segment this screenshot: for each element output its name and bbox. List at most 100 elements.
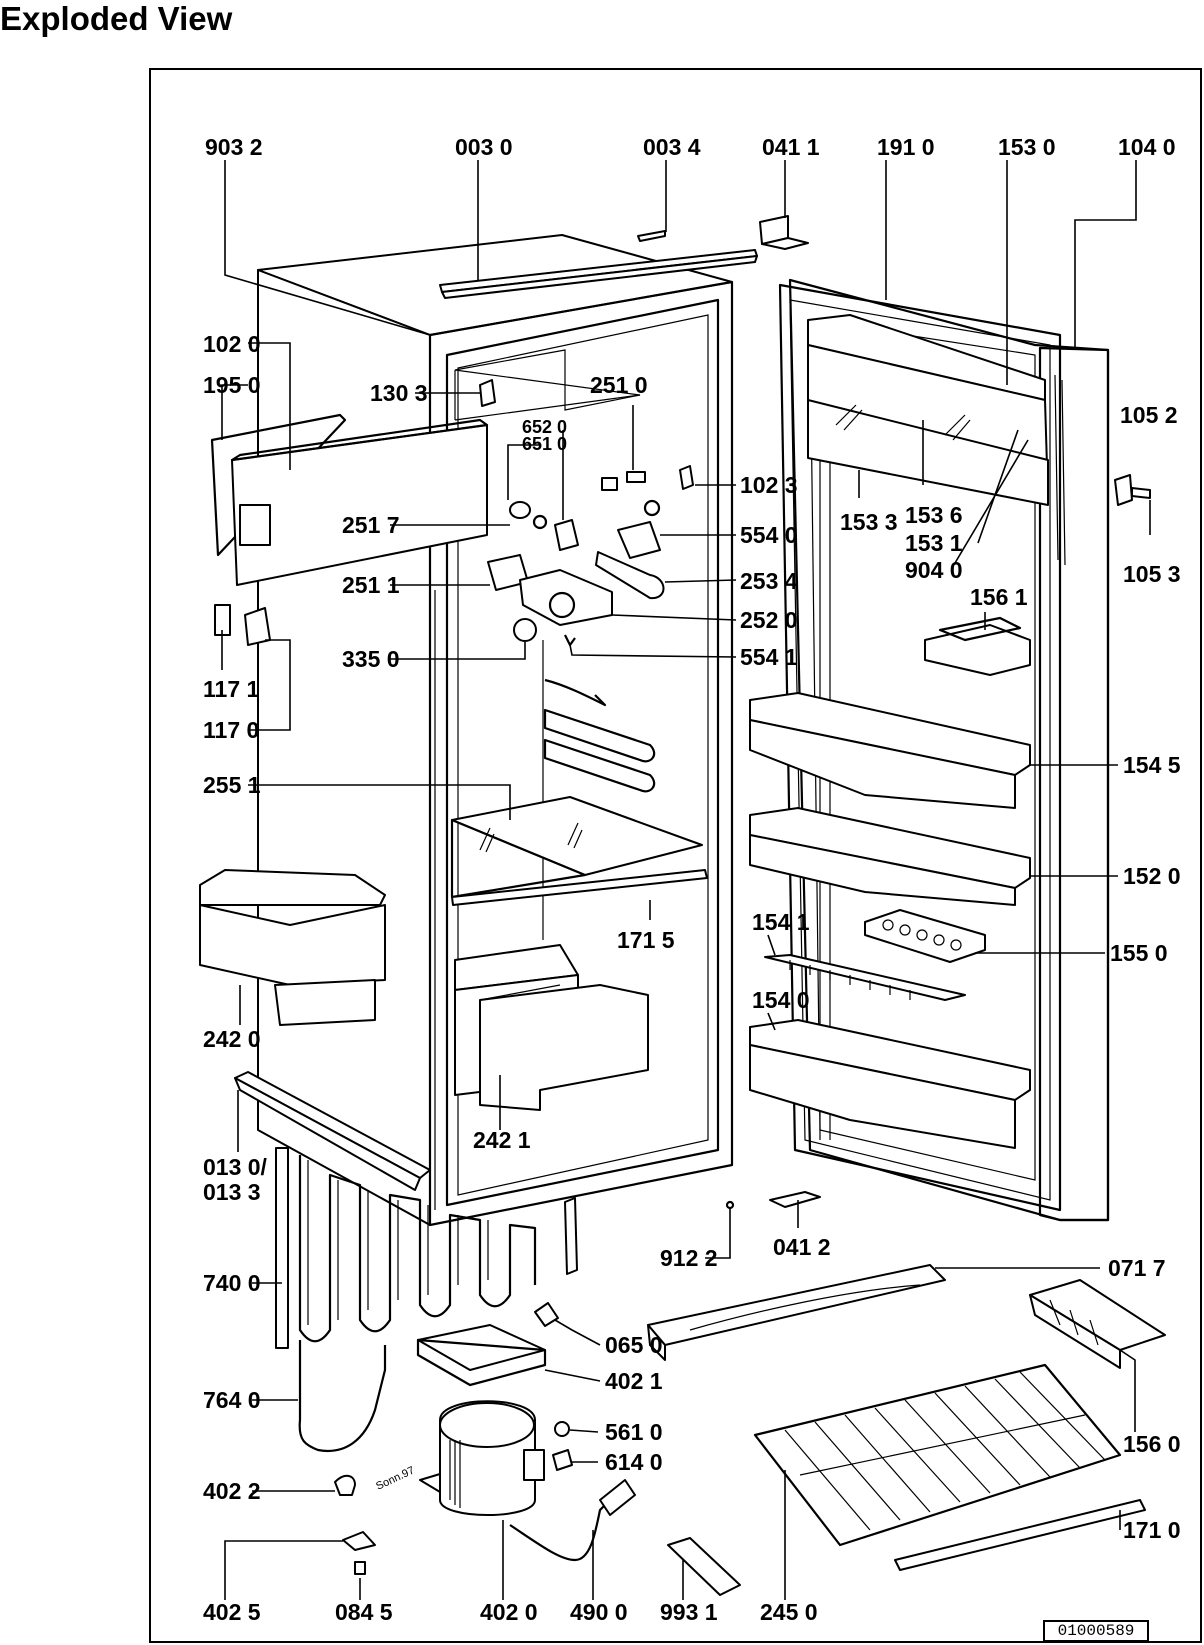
label-105-2: 105 2 [1120,402,1178,428]
label-402-2: 402 2 [203,1478,261,1504]
label-252-0: 252 0 [740,607,798,633]
wire-shelf [753,1363,1122,1547]
clip-part [637,230,666,242]
relay-part [554,1421,570,1437]
label-652-0: 652 0 [522,417,567,437]
label-171-0: 171 0 [1123,1517,1181,1543]
diagram-frame [149,68,1202,1643]
power-cord [509,1494,616,1562]
label-104-0: 104 0 [1118,134,1176,160]
label-065-0: 065 0 [605,1332,663,1358]
label-152-0: 152 0 [1123,863,1181,889]
label-402-5: 402 5 [203,1599,261,1625]
label-253-4: 253 4 [740,568,798,594]
page-title: Exploded View [0,0,233,37]
door-hinge-right [1114,474,1151,506]
control-cluster [479,379,694,647]
label-554-0: 554 0 [740,522,798,548]
date-stamp: Sonn.97 [374,1465,416,1493]
hinge-parts-left [214,604,271,646]
label-105-3: 105 3 [1123,561,1181,587]
clip-part-2 [342,1531,376,1551]
capillary-tube [298,1340,387,1453]
label-153-0: 153 0 [998,134,1056,160]
label-912-2: 912 2 [660,1245,718,1271]
label-904-0: 904 0 [905,557,963,583]
label-242-1: 242 1 [473,1127,531,1153]
glass-shelf [450,796,703,899]
label-013-0: 013 0/ [203,1154,268,1180]
label-041-2: 041 2 [773,1234,831,1260]
label-554-1: 554 1 [740,644,798,670]
label-153-6: 153 6 [905,502,963,528]
label-614-0: 614 0 [605,1449,663,1475]
label-153-1: 153 1 [905,530,963,556]
part-labels: 903 2 003 0 003 4 041 1 191 0 153 0 104 … [203,134,1181,1625]
hinge-bracket-bottom [769,1191,821,1208]
label-903-2: 903 2 [205,134,263,160]
label-117-1: 117 1 [203,676,259,702]
label-242-0: 242 0 [203,1026,261,1052]
label-993-1: 993 1 [660,1599,718,1625]
label-251-0: 251 0 [590,372,648,398]
label-154-5: 154 5 [1123,752,1181,778]
label-191-0: 191 0 [877,134,935,160]
compressor-tray [416,1324,547,1387]
label-402-0: 402 0 [480,1599,538,1625]
label-154-0: 154 0 [752,987,810,1013]
scraper-part [667,1537,741,1596]
label-402-1: 402 1 [605,1368,663,1394]
filter-drier [534,1302,559,1327]
label-041-1: 041 1 [762,134,820,160]
label-651-0: 651 0 [522,434,567,454]
label-102-3: 102 3 [740,472,798,498]
shelf-trim-bottom [894,1499,1146,1571]
shelf-trim [451,869,708,906]
grommet-part [334,1474,356,1496]
label-130-3: 130 3 [370,380,428,406]
label-084-5: 084 5 [335,1599,393,1625]
freezer-door-flap [210,413,489,586]
label-251-7: 251 7 [342,512,400,538]
label-071-7: 071 7 [1108,1255,1166,1281]
label-154-1: 154 1 [752,909,810,935]
drawing-number: 01000589 [1043,1620,1149,1642]
hinge-bracket-top [759,215,809,250]
label-490-0: 490 0 [570,1599,628,1625]
bottle-retainer [764,954,966,1001]
label-102-0: 102 0 [203,331,261,357]
label-153-3: 153 3 [840,509,898,535]
dairy-compartment [807,314,1049,506]
label-003-4: 003 4 [643,134,701,160]
label-003-0: 003 0 [455,134,513,160]
screw-part [725,1200,735,1210]
label-764-0: 764 0 [203,1387,261,1413]
bottom-trim [234,1071,431,1191]
label-251-1: 251 1 [342,572,400,598]
label-117-0: 117 0 [203,717,259,743]
kickplate [647,1264,946,1361]
label-195-0: 195 0 [203,372,261,398]
crisper-drawer-inner [454,944,649,1111]
leader-lines [221,160,1151,1600]
label-156-1: 156 1 [970,584,1028,610]
label-561-0: 561 0 [605,1419,663,1445]
label-255-1: 255 1 [203,772,261,798]
condenser-coil [275,1147,578,1349]
top-trim-part [439,249,758,299]
label-335-0: 335 0 [342,646,400,672]
door-bin-middle [749,807,1031,906]
label-740-0: 740 0 [203,1270,261,1296]
compressor [419,1400,545,1516]
door-bin-upper [749,692,1031,809]
egg-tray [864,909,986,963]
ice-tray [1029,1279,1166,1369]
plug-part [354,1561,366,1575]
label-245-0: 245 0 [760,1599,818,1625]
label-013-3: 013 3 [203,1179,261,1205]
label-171-5: 171 5 [617,927,675,953]
label-156-0: 156 0 [1123,1431,1181,1457]
door-bin-lower [749,1019,1031,1149]
overload-part [552,1449,573,1471]
